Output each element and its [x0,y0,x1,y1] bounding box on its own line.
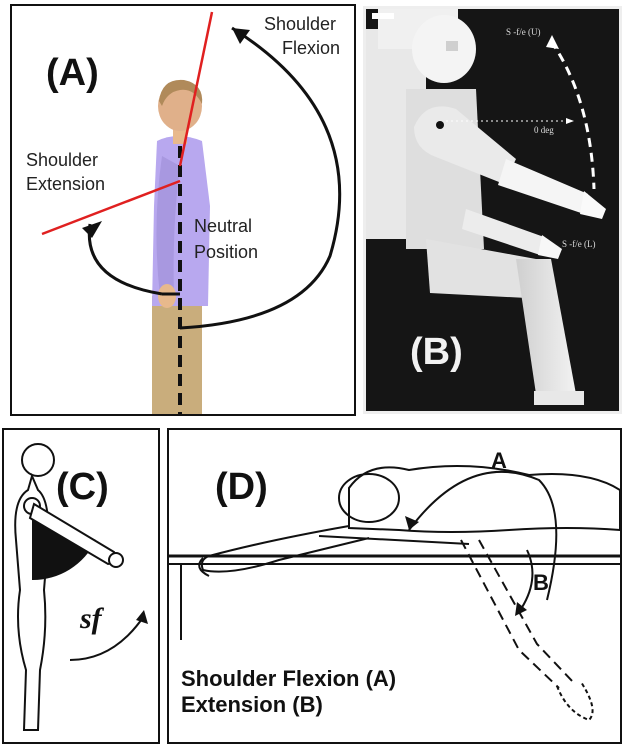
caption-line1: Shoulder Flexion (A) [181,666,396,692]
extension-hand [557,682,593,720]
panel-d-supine-figure: (D) A B Shoulder Flexion (A) Extension (… [167,428,622,744]
panel-d-label: (D) [215,466,268,509]
extension-arrowhead [82,221,102,238]
caption-line2: Extension (B) [181,692,323,718]
sf-caption: sf [80,602,102,636]
mannequin-foot [534,391,584,405]
arm-position-line [319,536,469,544]
upper-angle-label: S -f/e (U) [506,27,541,37]
extension-arm-outer [461,540,559,688]
raised-hand [109,553,123,567]
marker-a: A [491,448,507,474]
figure-hand [158,284,176,308]
extension-arc-b [519,550,532,612]
extension-label-line2: Extension [26,174,105,194]
neutral-label-line1: Neutral [194,216,252,236]
panel-c-line-figure: (C) sf [2,428,160,744]
lower-angle-label: S -f/e (L) [562,239,596,249]
panel-c-label: (C) [56,466,109,509]
zero-degree-label: 0 deg [534,125,554,135]
extension-arm-inner [479,540,573,682]
panel-a-label: (A) [46,52,99,95]
figure-head [22,444,54,476]
mannequin-head [412,15,476,83]
panel-b-illustration [366,9,619,411]
panel-b-label: (B) [410,331,463,374]
scale-bar [372,13,394,19]
panel-a-shoulder-range: (A) Shoulder Flexion Shoulder Extension … [10,4,356,416]
flexion-label-line1: Shoulder [264,14,336,34]
supine-body [349,466,620,532]
extension-label-line1: Shoulder [26,150,98,170]
arc-a-arrowhead [405,516,419,530]
panel-b-mannequin-render: S -f/e (U) 0 deg S -f/e (L) (B) [363,6,622,414]
neutral-label-line2: Position [194,242,258,262]
face-marker [446,41,458,51]
flexion-arrowhead [232,28,250,44]
extension-arc [89,224,162,294]
marker-b: B [533,570,549,596]
flexion-label-line2: Flexion [282,38,340,58]
shoulder-joint [436,121,444,129]
figure-legs [152,296,202,414]
direction-arrowhead [136,610,148,624]
